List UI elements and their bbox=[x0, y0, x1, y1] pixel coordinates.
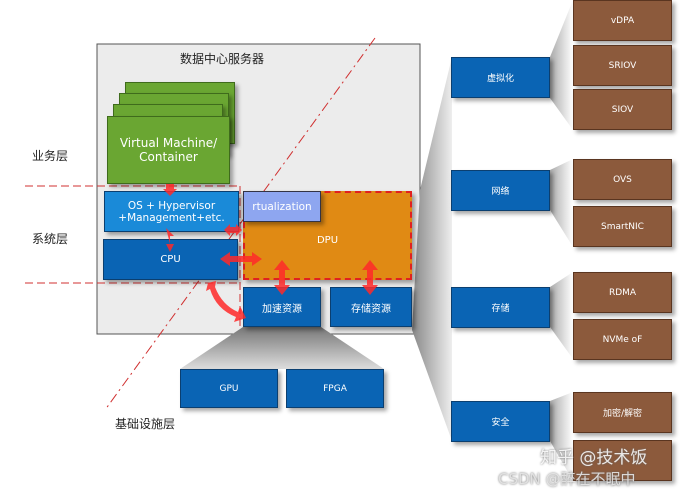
feature-block: OVS bbox=[573, 159, 672, 200]
funnel-sub bbox=[550, 0, 573, 481]
watermark-zhihu: 知乎 @技术饭 bbox=[540, 448, 648, 468]
category-block: 存储 bbox=[451, 287, 550, 328]
funnel-main bbox=[412, 57, 452, 441]
feature-block: vDPA bbox=[573, 0, 672, 41]
funnel-accel bbox=[180, 327, 384, 369]
category-block: 网络 bbox=[451, 170, 550, 211]
arrow-dpu-accel bbox=[274, 260, 290, 295]
feature-block: SmartNIC bbox=[573, 206, 672, 247]
feature-block: SRIOV bbox=[573, 45, 672, 86]
server-title: 数据中心服务器 bbox=[180, 52, 265, 66]
arrow-os-cpu bbox=[166, 228, 174, 252]
virtualization-block: rtualization bbox=[243, 191, 321, 222]
category-block: 虚拟化 bbox=[451, 57, 550, 98]
arrow-cpu-dpu bbox=[220, 252, 262, 266]
feature-block bbox=[573, 440, 672, 481]
arrow-cpu-accel bbox=[206, 281, 246, 322]
layer-system: 系统层 bbox=[32, 232, 69, 246]
accel-resource-block: 加速资源 bbox=[243, 287, 321, 327]
fpga-block: FPGA bbox=[286, 369, 384, 408]
feature-block: RDMA bbox=[573, 272, 672, 313]
arrow-dpu-storage bbox=[362, 260, 378, 295]
category-block: 安全 bbox=[451, 401, 550, 442]
watermark-csdn: CSDN @醉在不眠中 bbox=[498, 470, 636, 488]
vm-container-block: Virtual Machine/ Container bbox=[107, 116, 230, 184]
gpu-block: GPU bbox=[180, 369, 278, 408]
feature-block: NVMe oF bbox=[573, 319, 672, 360]
arrow-vm-os bbox=[163, 184, 177, 196]
feature-block: SIOV bbox=[573, 89, 672, 130]
arrow-os-virt bbox=[224, 224, 242, 236]
layer-business: 业务层 bbox=[32, 149, 69, 163]
feature-block: 加密/解密 bbox=[573, 392, 672, 433]
layer-infra: 基础设施层 bbox=[115, 417, 176, 431]
